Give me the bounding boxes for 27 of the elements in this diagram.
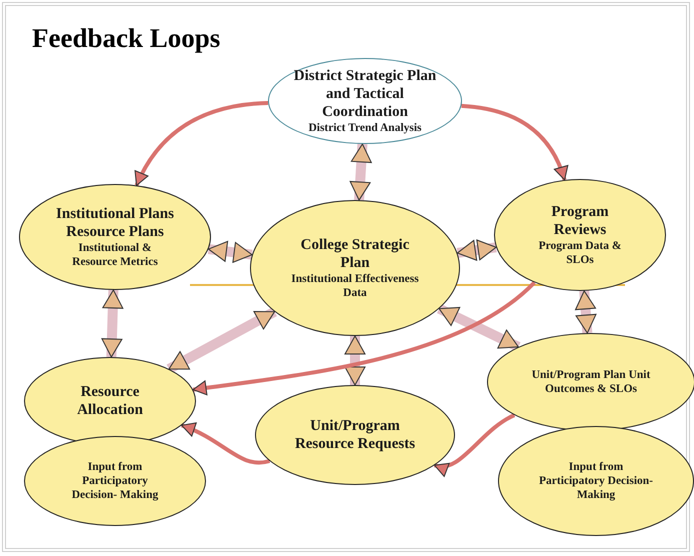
block-arrow	[101, 290, 124, 358]
block-arrow	[166, 307, 277, 374]
node-subtitle: Input from Participatory Decision- Making	[70, 460, 160, 502]
node-subtitle: District Trend Analysis	[307, 121, 423, 135]
block-arrow	[575, 290, 596, 334]
block-arrow	[344, 336, 366, 386]
block-arrow	[456, 240, 497, 261]
node-subtitle: Input from Participatory Decision- Making	[538, 460, 654, 502]
curved-arrow	[192, 281, 536, 396]
node-subtitle: Institutional Effectiveness Data	[290, 272, 420, 300]
curved-arrow	[180, 422, 270, 464]
curved-arrow	[461, 104, 568, 181]
node-subtitle: Unit/Program Plan Unit Outcomes & SLOs	[530, 368, 652, 396]
node-title: Unit/Program Resource Requests	[294, 417, 416, 453]
node-title: Resource Allocation	[76, 383, 144, 419]
node-subtitle: Program Data & SLOs	[538, 239, 622, 267]
node-title: Institutional Plans Resource Plans	[55, 205, 175, 241]
node-title: Program Reviews	[550, 203, 610, 239]
block-arrow	[350, 143, 372, 201]
node-title: College Strategic Plan	[300, 236, 410, 272]
curved-arrow	[434, 413, 516, 476]
diagram-title: Feedback Loops	[32, 22, 220, 55]
node-title: District Strategic Plan and Tactical Coordination	[292, 67, 438, 121]
node-subtitle: Institutional & Resource Metrics	[71, 241, 159, 269]
curved-arrow	[134, 101, 268, 186]
block-arrow	[436, 304, 521, 352]
block-arrow	[208, 240, 253, 263]
